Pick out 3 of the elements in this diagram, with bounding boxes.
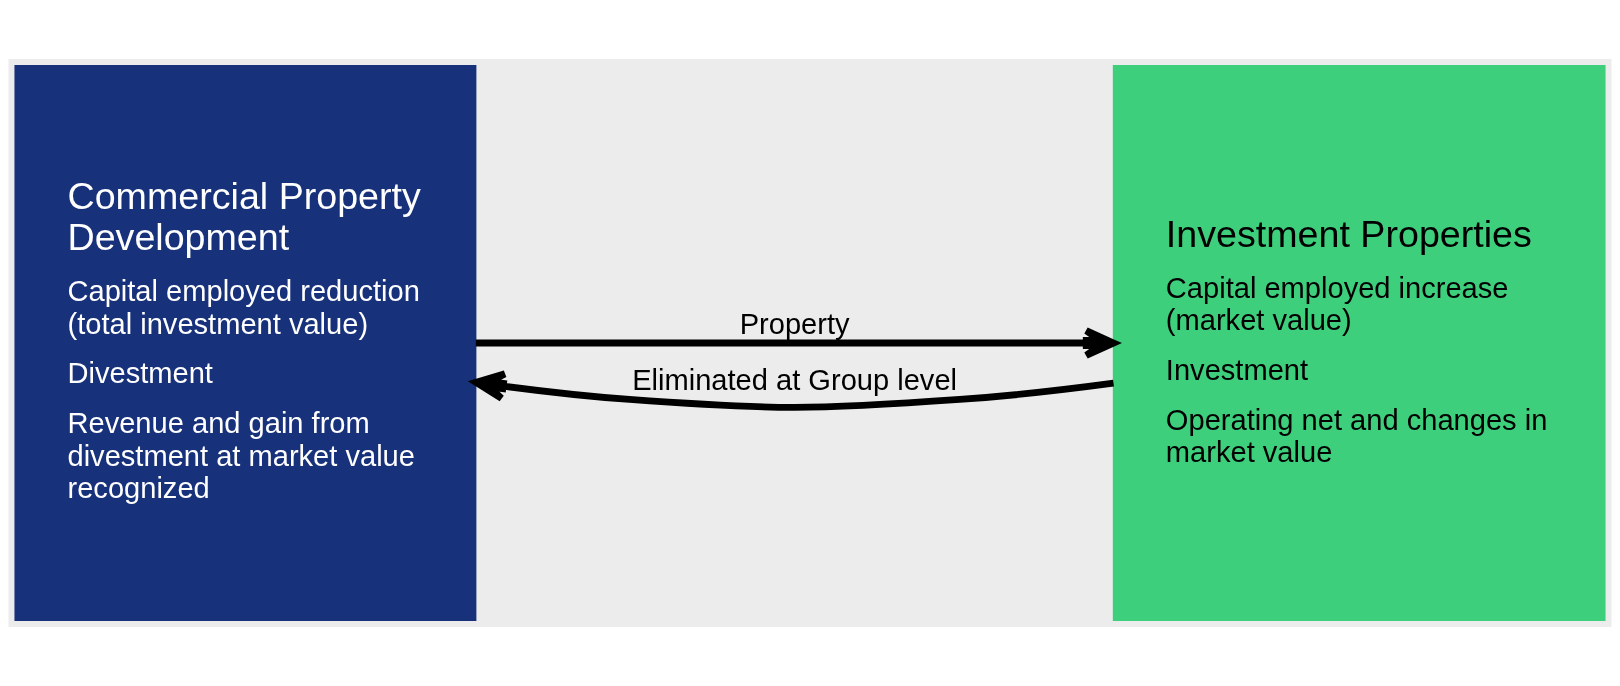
node-box: Commercial Property Development Capital employed reduction (total investment value) Divestment Revenue and gain from divestment at market value recognized xyxy=(14,65,477,621)
edge-label: Property xyxy=(739,307,850,340)
node-box: Investment Properties Capital employed increase (market value) Investment Operating net and changes in market value xyxy=(1112,65,1606,621)
